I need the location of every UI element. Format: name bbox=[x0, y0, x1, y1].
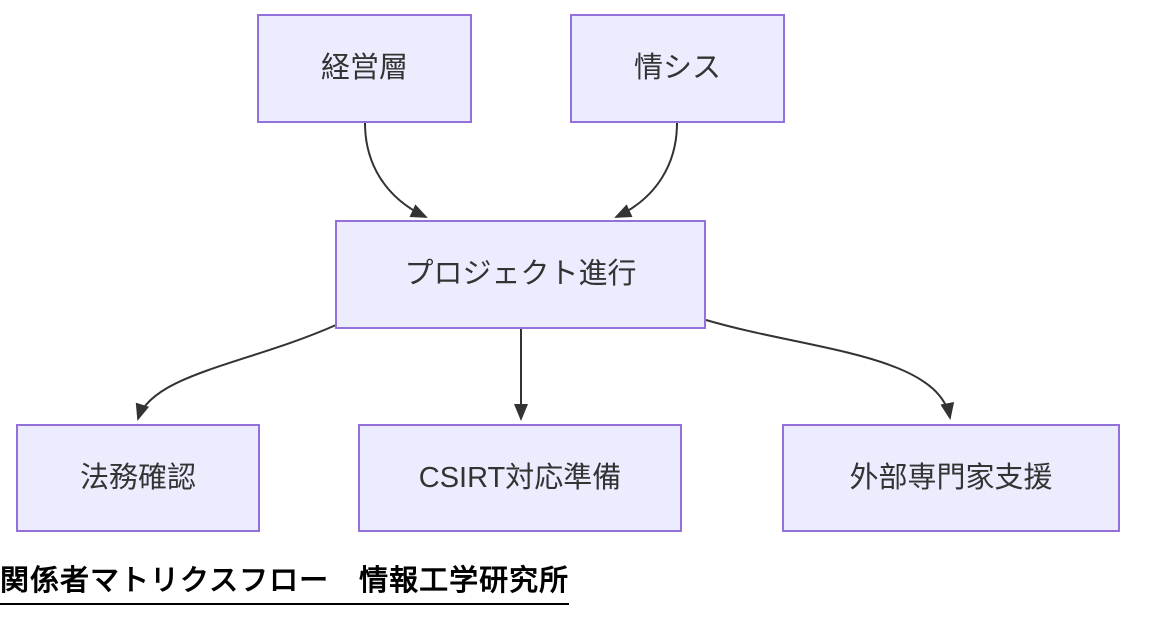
node-it-systems: 情シス bbox=[570, 14, 785, 123]
edge-management-to-project bbox=[364, 122, 428, 218]
node-it-systems-label: 情シス bbox=[633, 52, 721, 85]
node-external-expert-support: 外部専門家支援 bbox=[782, 424, 1120, 532]
edge-project-to-expert bbox=[705, 319, 955, 420]
node-external-expert-support-label: 外部専門家支援 bbox=[849, 461, 1053, 494]
edge-project-to-legal bbox=[135, 324, 337, 421]
node-csirt-preparation: CSIRT対応準備 bbox=[358, 424, 682, 532]
node-legal-check-label: 法務確認 bbox=[79, 461, 196, 494]
node-csirt-preparation-label: CSIRT対応準備 bbox=[418, 461, 622, 494]
diagram-caption: 関係者マトリクスフロー 情報工学研究所 bbox=[0, 564, 570, 605]
node-management-label: 経営層 bbox=[320, 52, 408, 85]
node-project-progress-label: プロジェクト進行 bbox=[404, 258, 637, 291]
node-project-progress: プロジェクト進行 bbox=[335, 220, 706, 329]
node-legal-check: 法務確認 bbox=[16, 424, 260, 532]
node-management: 経営層 bbox=[257, 14, 472, 123]
edge-itsystems-to-project bbox=[614, 122, 678, 218]
diagram-caption-text: 関係者マトリクスフロー 情報工学研究所 bbox=[0, 564, 570, 605]
